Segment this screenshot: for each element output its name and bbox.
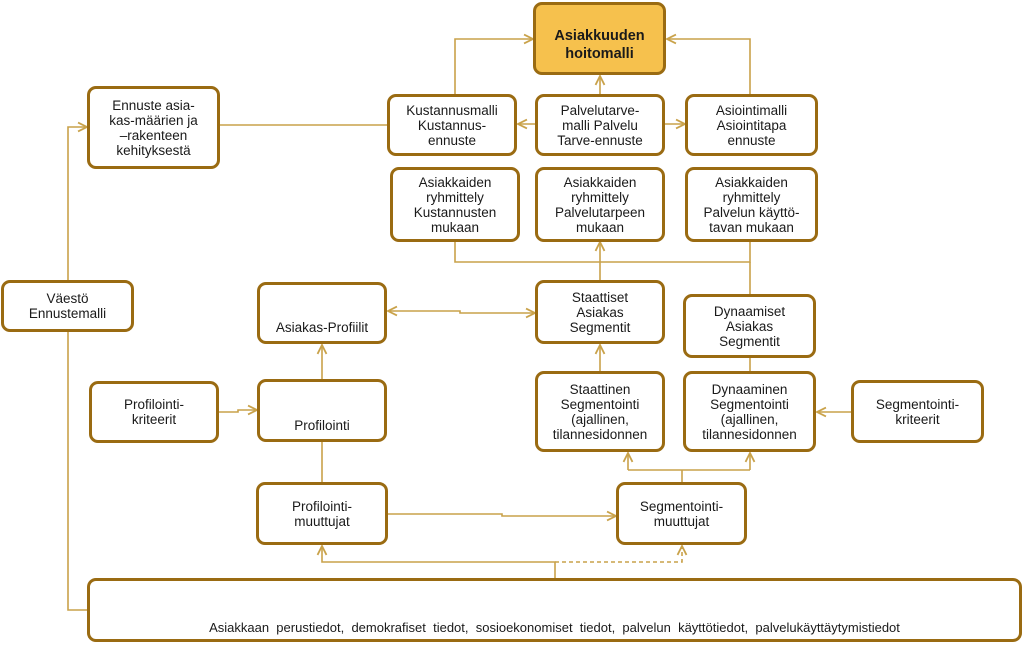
node-text: Asiakas-Profiilit [275, 320, 369, 335]
connector-line-11 [388, 311, 535, 313]
node-text: mukaan [575, 219, 625, 235]
perustiedot-node: Asiakkaan perustiedot, demokrafiset tied… [87, 578, 1022, 642]
node-text: ryhmittely [571, 189, 629, 205]
node-text: Staattiset [571, 289, 629, 305]
node-text: (ajallinen, [571, 411, 629, 427]
connector-line-0 [454, 39, 533, 94]
connector-line-8 [454, 242, 751, 263]
node-text: Ennuste asia- [112, 97, 195, 113]
asiakkuuden-hoitomalli-node: Asiakkuuden hoitomalli [533, 2, 666, 75]
node-text: tilannesidonnen [702, 426, 797, 442]
node-text: Segmentointi [560, 396, 640, 412]
node-text: Ennustemalli [28, 306, 107, 321]
node-text: Kustannus- [417, 117, 487, 133]
node-text: kriteerit [131, 412, 177, 427]
node-text: kehityksestä [116, 142, 191, 158]
profilointi-muuttujat-node: Profilointi- muuttujat [256, 482, 388, 545]
connector-line-22 [388, 514, 616, 516]
node-text: Segmentit [569, 319, 631, 335]
dynaaminen-segmentointi-node: Dynaaminen Segmentointi (ajallinen, tila… [683, 371, 816, 452]
node-text: –rakenteen [119, 127, 188, 143]
connector-line-1 [667, 39, 751, 94]
connector-line-14 [219, 410, 257, 412]
node-text: Asiakas [576, 304, 624, 320]
node-text: ennuste [727, 132, 776, 148]
node-text: Dynaamiset [713, 303, 786, 319]
node-text: Asiointimalli [715, 102, 788, 118]
node-text: ennuste [427, 132, 477, 148]
node-text: Asiakas [725, 318, 774, 334]
asiointimalli-node: Asiointimalli Asiointitapa ennuste [685, 94, 818, 156]
profilointi-kriteerit-node: Profilointi- kriteerit [89, 381, 219, 443]
node-text: Väestö [46, 291, 89, 306]
palvelutarvemalli-node: Palvelutarve- malli Palvelu Tarve-ennust… [535, 94, 665, 156]
node-text: Asiointitapa [716, 117, 787, 133]
node-text: Asiakkaiden [715, 174, 788, 190]
node-text: hoitomalli [565, 45, 634, 62]
node-text: Asiakkuuden [554, 27, 645, 44]
node-text: Profilointi [294, 418, 350, 433]
node-text: tilannesidonnen [552, 426, 648, 442]
node-text: Kustannusmalli [406, 102, 498, 118]
node-text: Kustannusten [413, 204, 497, 220]
ryhmittely-palvelutarve-node: Asiakkaiden ryhmittely Palvelutarpeen mu… [535, 167, 665, 242]
node-text: Profilointi- [123, 397, 185, 412]
kustannusmalli-node: Kustannusmalli Kustannus- ennuste [387, 94, 517, 156]
node-text: Segmentointi- [875, 396, 960, 412]
profilointi-node: Profilointi [257, 379, 387, 442]
node-text: Segmentointi [710, 396, 789, 412]
segmentointi-kriteerit-node: Segmentointi- kriteerit [851, 380, 984, 443]
connector-line-7 [67, 332, 87, 611]
node-text: ryhmittely [722, 189, 781, 205]
staattinen-segmentointi-node: Staattinen Segmentointi (ajallinen, tila… [535, 371, 665, 452]
vaesto-ennustemalli-node: Väestö Ennustemalli [1, 280, 134, 332]
node-text: Asiakkaiden [563, 174, 637, 190]
ennuste-node: Ennuste asia- kas-määrien ja –rakenteen … [87, 86, 220, 169]
asiakas-profiilit-node: Asiakas-Profiilit [257, 282, 387, 344]
node-text: malli Palvelu [562, 117, 638, 133]
node-text: Palvelutarve- [560, 102, 640, 118]
node-text: Staattinen [569, 381, 631, 397]
node-text: Profilointi- [291, 498, 353, 514]
dashed-connector-line [555, 546, 682, 563]
node-text: tavan mukaan [709, 219, 794, 235]
node-text: Palvelun käyttö- [703, 204, 800, 220]
node-text: Palvelutarpeen [554, 204, 646, 220]
connector-line-6 [67, 127, 87, 280]
node-text: Asiakkaiden [418, 174, 492, 190]
node-text: Dynaaminen [711, 381, 788, 397]
node-text: ryhmittely [426, 189, 484, 205]
node-text: kas-määrien ja [109, 112, 198, 128]
node-text: Asiakkaan perustiedot, demokrafiset tied… [209, 620, 900, 635]
ryhmittely-kustannus-node: Asiakkaiden ryhmittely Kustannusten muka… [390, 167, 520, 242]
staattiset-segmentit-node: Staattiset Asiakas Segmentit [535, 280, 665, 344]
node-text: Tarve-ennuste [557, 132, 643, 148]
connector-line-23 [322, 546, 556, 578]
ryhmittely-kaytto-node: Asiakkaiden ryhmittely Palvelun käyttö- … [685, 167, 818, 242]
node-text: kriteerit [895, 411, 940, 427]
segmentointi-muuttujat-node: Segmentointi- muuttujat [616, 482, 747, 545]
node-text: (ajallinen, [720, 411, 779, 427]
node-text: mukaan [430, 219, 480, 235]
node-text: Segmentointi- [639, 498, 724, 514]
node-text: Segmentit [719, 333, 780, 349]
node-text: muuttujat [653, 513, 710, 529]
node-text: muuttujat [294, 513, 350, 529]
dynaamiset-segmentit-node: Dynaamiset Asiakas Segmentit [683, 294, 816, 358]
